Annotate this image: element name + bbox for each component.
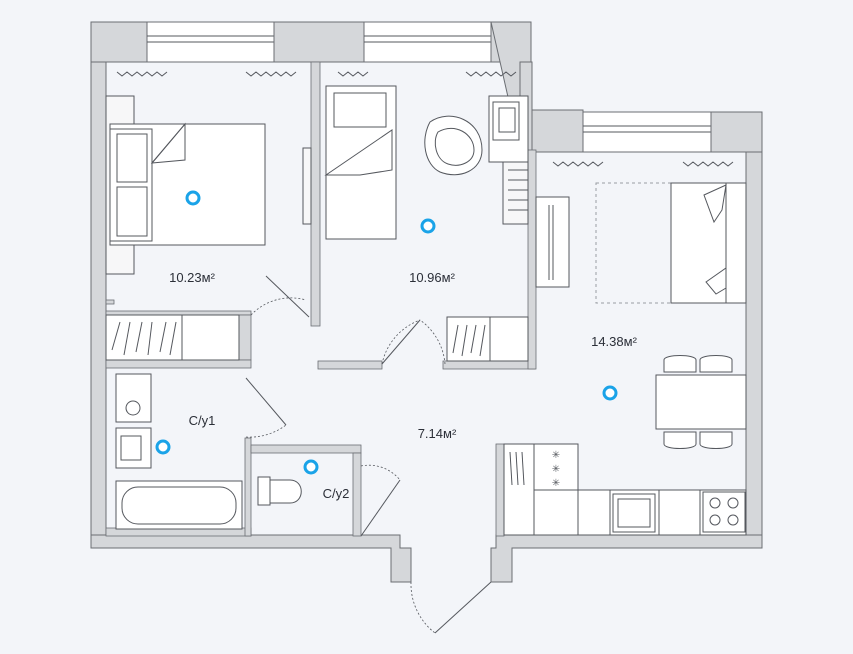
room-label-bathroom-2: С/у2 — [323, 486, 350, 501]
wall-segment — [90, 534, 412, 583]
wall-segment — [531, 109, 584, 153]
room-marker-bedroom-middle[interactable] — [420, 218, 436, 234]
wall-segment — [317, 360, 383, 370]
carpet — [595, 182, 733, 304]
wall-segment — [105, 310, 252, 316]
svg-text:✳: ✳ — [552, 450, 560, 461]
wall-segment — [250, 444, 362, 454]
doors — [245, 275, 492, 634]
room-label-bathroom-1: С/у1 — [189, 413, 216, 428]
shelf — [502, 161, 529, 225]
wall-segment — [490, 534, 763, 583]
room-marker-bedroom-left[interactable] — [185, 190, 201, 206]
cooktop — [702, 491, 746, 533]
wall-segment — [745, 151, 763, 548]
wall-segment — [442, 360, 536, 370]
toilet — [257, 476, 302, 506]
wall-segment — [105, 359, 252, 369]
room-area-label-bedroom-left: 10.23м² — [169, 270, 215, 285]
interior-walls — [105, 61, 537, 537]
wardrobe — [105, 314, 240, 361]
wall-segment — [105, 299, 115, 305]
wall-segment — [352, 452, 362, 537]
svg-text:✳: ✳ — [552, 478, 560, 489]
bathroom-1-fixtures — [115, 373, 243, 530]
wall-segment — [710, 111, 763, 153]
wall-segment — [238, 314, 252, 361]
wall-segment — [244, 437, 252, 537]
room-area-label-bedroom-middle: 10.96м² — [409, 270, 455, 285]
room-area-label-hallway: 7.14м² — [418, 426, 457, 441]
dining-table — [655, 355, 747, 449]
wall-segment — [90, 61, 107, 549]
desk — [488, 95, 529, 225]
wall-segment — [273, 21, 365, 63]
wall-segment — [495, 443, 505, 537]
bed-double — [105, 95, 266, 275]
wardrobe — [446, 316, 529, 362]
sofa — [670, 182, 747, 304]
svg-text:✳: ✳ — [552, 464, 560, 475]
bed-single — [324, 85, 397, 240]
tv — [535, 196, 570, 288]
room-marker-bathroom-2[interactable] — [303, 459, 319, 475]
desk-chair — [424, 115, 483, 176]
wall-segment — [527, 149, 537, 370]
wall-segment — [310, 61, 321, 327]
kitchen-counter: ✳ ✳ ✳ — [503, 443, 747, 536]
radiators — [116, 71, 734, 167]
room-marker-bathroom-1[interactable] — [155, 439, 171, 455]
room-marker-living-kitchen[interactable] — [602, 385, 618, 401]
wall-segment — [90, 21, 148, 63]
tv-stand — [302, 147, 312, 225]
room-area-label-living-kitchen: 14.38м² — [591, 334, 637, 349]
